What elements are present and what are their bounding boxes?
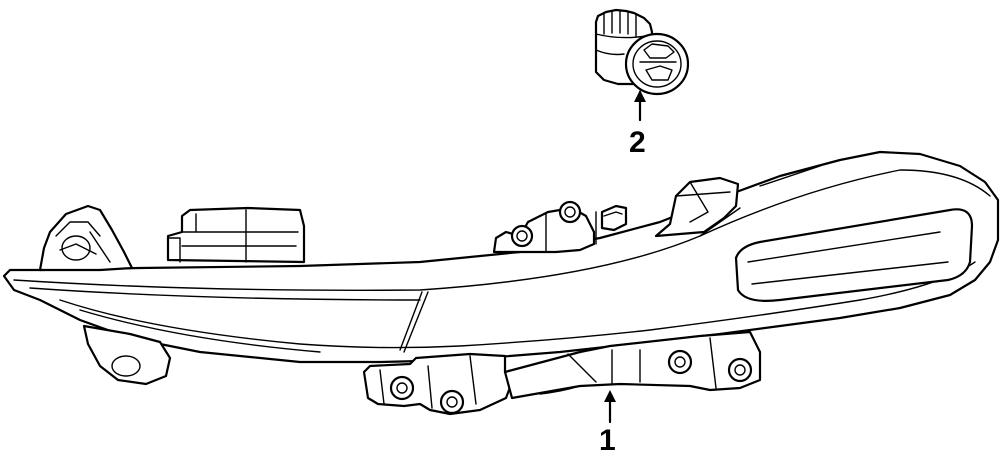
part-1-lamp-assembly [2, 150, 1000, 416]
leader-2 [634, 90, 646, 122]
part-2-bulb-socket [594, 8, 690, 96]
leader-1 [604, 390, 616, 424]
callout-2-label: 2 [629, 126, 646, 159]
callout-1-label: 1 [599, 424, 616, 453]
